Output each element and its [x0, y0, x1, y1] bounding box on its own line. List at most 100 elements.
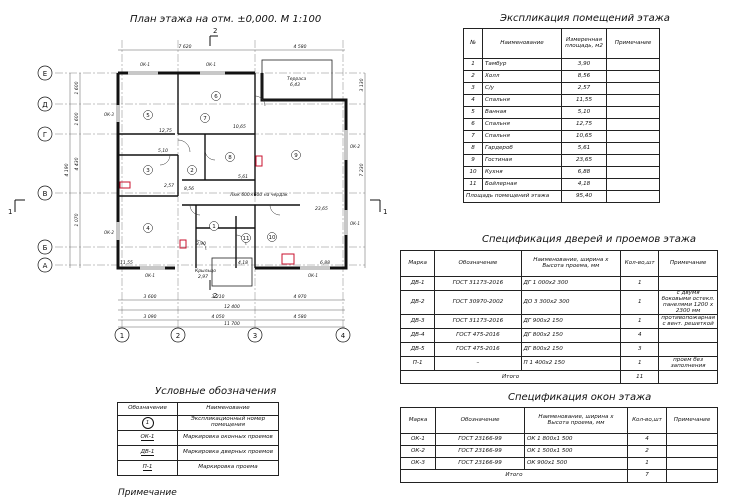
svg-text:4: 4 [341, 332, 346, 340]
room-area-8: 5,61 [238, 174, 248, 180]
room-marker-3: 3 [143, 165, 153, 175]
table-cell: проем без заполнения [658, 356, 718, 372]
table-cell: 4 [463, 94, 483, 107]
dim-left: 1 600 [74, 81, 80, 94]
table-cell: Спальня [482, 118, 562, 131]
col-header: № [463, 28, 483, 59]
table-cell: 11 [463, 178, 483, 191]
table-cell: 8,56 [561, 70, 607, 83]
table-cell [606, 118, 660, 131]
svg-text:11: 11 [243, 236, 250, 242]
dim-left: 4 430 [74, 157, 80, 170]
table-cell: 8 [463, 142, 483, 155]
porch-label: Крыльцо [195, 268, 216, 274]
table-cell [606, 58, 660, 71]
table-cell: ГОСТ 23166-99 [435, 445, 525, 458]
table-cell [606, 166, 660, 179]
room-marker-9: 9 [291, 150, 301, 160]
table-cell: с двумя боковыми остекл. панелями 1200 х… [658, 289, 718, 316]
table-cell: ДГ 1 000х2 300 [520, 276, 622, 291]
room-marker-10: 10 [267, 232, 277, 242]
table-cell: ГОСТ 475-2016 [434, 328, 522, 344]
terrace-area: 6,43 [290, 82, 300, 88]
table-cell: 9 [463, 154, 483, 167]
section-mark-top: 2 [213, 27, 217, 35]
col-header: Обозначение [117, 402, 178, 416]
svg-text:Е: Е [43, 70, 47, 78]
svg-text:7: 7 [203, 116, 207, 122]
dim-bottom: 4 580 [294, 314, 307, 320]
legend-symbol-door: ДВ-1 [117, 445, 178, 461]
legend-symbol-room: 1 [117, 415, 178, 431]
dim-left: 1 600 [74, 112, 80, 125]
window-mark: ОК-3 [104, 112, 114, 117]
axis-bubble-D: Д [37, 96, 53, 112]
svg-text:10: 10 [269, 235, 276, 241]
table-cell: 1 [620, 289, 660, 316]
table-cell [606, 142, 660, 155]
table-cell: 12,75 [561, 118, 607, 131]
table-cell: ОК-3 [400, 457, 436, 470]
dim-bottom: 4 970 [294, 294, 307, 300]
svg-text:В: В [43, 190, 48, 198]
col-header: Измеренная площадь, м2 [561, 28, 607, 59]
table-cell: ДВ-2 [399, 289, 436, 316]
table-cell: ГОСТ 31173-2016 [434, 314, 522, 330]
axis-bubble-4: 4 [335, 327, 351, 343]
room-marker-6: 6 [211, 91, 221, 101]
svg-text:2: 2 [176, 332, 180, 340]
svg-text:Г: Г [43, 131, 47, 139]
table-cell: 1 [620, 276, 660, 291]
room-marker-4: 4 [143, 223, 153, 233]
svg-text:3: 3 [253, 332, 257, 340]
legend-desc: Маркировка дверных проемов [177, 445, 279, 461]
rooms-table: № Наименование Измеренная площадь, м2 Пр… [463, 28, 660, 203]
window-mark: ОК-1 [140, 62, 150, 67]
inner-walls [118, 73, 300, 268]
table-cell: ДГ 900х2 150 [520, 314, 622, 330]
attic-hatch-label: Люк 600×600 на чердак [229, 192, 288, 198]
dim-right: 3 130 [359, 78, 365, 91]
section-mark-bottom: 2 [213, 292, 217, 300]
table-cell [666, 445, 718, 458]
table-cell: Бойлерная [482, 178, 562, 191]
table-cell: ОК-1 [400, 433, 436, 446]
window-mark: ОК-2 [104, 230, 114, 235]
table-cell: 3 [463, 82, 483, 95]
table-cell: Холл [482, 70, 562, 83]
table-cell: 1 [627, 457, 667, 470]
table-cell: Спальня [482, 130, 562, 143]
rooms-table-title: Экспликация помещений этажа [500, 13, 670, 24]
svg-text:А: А [43, 262, 48, 270]
svg-text:Д: Д [42, 101, 48, 109]
dim-bottom: 3 600 [144, 294, 157, 300]
table-cell: ОК 1 800х1 500 [524, 433, 628, 446]
axis-bubble-E: Е [37, 65, 53, 81]
table-cell: 5 [463, 106, 483, 119]
table-cell: ОК-2 [400, 445, 436, 458]
table-cell [658, 328, 718, 344]
axis-bubble-V: В [37, 185, 53, 201]
room-area-4: 11,55 [120, 260, 133, 266]
table-cell: 10,65 [561, 130, 607, 143]
dim-bottom: 3 210 [212, 294, 225, 300]
col-header: Кол-во,шт [627, 407, 667, 434]
room-marker-5: 5 [143, 110, 153, 120]
table-cell: 1 [463, 58, 483, 71]
table-cell: 3,90 [561, 58, 607, 71]
window-mark: ОК-1 [206, 62, 216, 67]
table-cell: 7 [463, 130, 483, 143]
table-cell [666, 433, 718, 446]
plan-title: План этажа на отм. ±0,000. М 1:100 [130, 14, 322, 25]
col-header: Наименование, ширина x Высота проема, мм [524, 407, 628, 434]
window-mark: ОК-1 [350, 221, 360, 226]
table-cell: 5,61 [561, 142, 607, 155]
table-cell: ГОСТ 31173-2016 [434, 276, 522, 291]
table-cell: противопожарная с вент. решеткой [658, 314, 718, 330]
